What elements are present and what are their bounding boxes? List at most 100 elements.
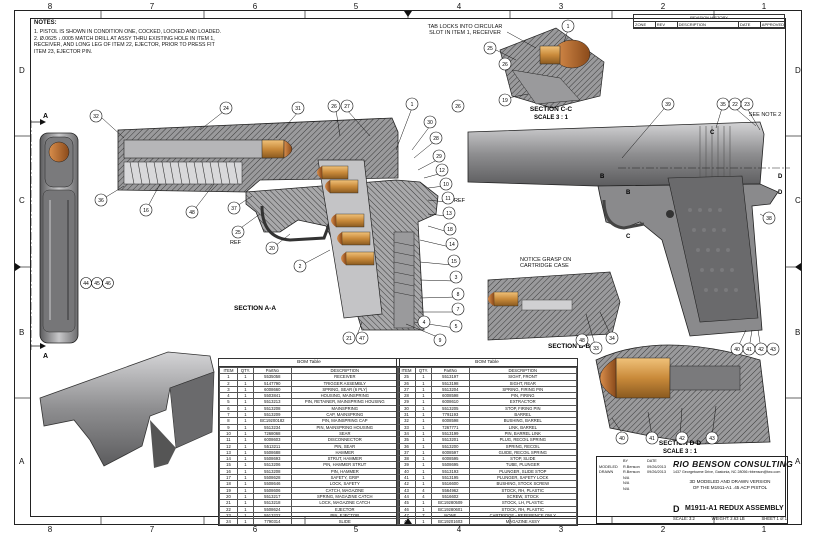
balloon-label: 26 [502,62,508,68]
balloon-label: 42 [758,347,764,353]
section-aa-label: SECTION A-A [234,305,276,312]
bom-title-left: BOM Table [219,359,399,367]
balloon-label: 19 [502,98,508,104]
balloon [451,99,465,113]
bom-cell-description: SIGHT, FRONT [468,373,578,381]
revision-history-block: REVISION HISTORY ZONE REV DESCRIPTION DA… [633,14,785,29]
balloon-label: 21 [346,336,352,342]
zone-col-3-top: 3 [558,2,564,11]
revision-header-row: ZONE REV DESCRIPTION DATE APPROVED [634,22,784,28]
balloon-label: 47 [359,336,365,342]
bom-cell-description: PIN, FIRING [468,392,578,400]
drawing-scale: SCALE: 3:2 [673,516,695,521]
balloon [766,342,780,356]
bom-cell-qty: 1 [414,455,433,463]
item-balloons: 44 45 46 32 24 31 26 27 1 30 28 29 1 [80,19,780,445]
bom-cell-qty: 1 [236,448,255,457]
bom-cell-qty: 1 [236,499,255,507]
balloon-label: 28 [433,136,439,142]
bom-cell-description: SLIDE [290,518,400,526]
balloon [661,97,675,111]
balloon-label: 34 [609,336,615,342]
balloon [340,99,354,113]
section-dd-scale: SCALE 3 : 1 [663,449,698,455]
balloon [445,237,459,251]
bom-cell-description: CARTRIDGE - REFERENCE ONLY [468,511,578,520]
bom-cell-description: STOP, FIRING PIN [468,404,578,413]
balloon-label: 12 [439,168,445,174]
bom-cell-qty: 1 [236,429,255,438]
bom-cell-qty: 1 [414,417,433,425]
zone-col-4-bottom: 4 [456,525,462,534]
balloon-label: 41 [746,347,752,353]
balloon [435,163,449,177]
bom-cell-description: SCREW, STOCK [468,492,578,501]
bom-cell-qty: 1 [414,461,433,469]
note-line-4: ITEM 23, EJECTOR PIN. [34,48,93,55]
zone-col-3-bottom: 3 [558,525,564,534]
sheet-size: D [673,504,680,514]
zone-row-a-right: A [795,457,801,466]
balloon-label: 27 [344,104,350,110]
bom-cell-qty: 1 [414,385,433,394]
zone-col-5-bottom: 5 [353,525,359,534]
balloon [231,225,245,239]
signature-cell: 09/26/2013 [647,470,667,475]
balloon-label: 25 [235,230,241,236]
bom-cell-qty: 1 [414,442,433,450]
bom-cell-qty: 1 [236,417,255,425]
company-name: RIO BENSON CONSULTING [673,459,794,469]
balloon [293,259,307,273]
balloon [762,211,776,225]
bom-cell-qty: 1 [236,373,255,381]
note-line-2: 2. Ø.0625 ↓.0005 MATCH DRILL AT ASSY THR… [34,35,215,42]
bom-cell-qty: 1 [414,379,433,387]
cut-label-c-1: C [626,234,631,240]
balloon-label: 1 [567,24,570,30]
front-end-view [30,119,79,350]
balloon [429,131,443,145]
bom-cell-qty: 1 [236,480,255,488]
balloon [705,431,719,445]
zone-col-6-top: 6 [252,2,258,11]
balloon-label: 48 [579,338,585,344]
section-cc-label: SECTION C-C [530,106,573,113]
balloon-label: 22 [732,102,738,108]
zone-col-2-bottom: 2 [660,525,666,534]
bom-cell-qty: 1 [236,505,255,513]
bom-cell-qty: 1 [414,373,433,381]
bom-cell-description: BUSHING, STOCK SCREW [468,480,578,488]
signature-cell: DATE [647,459,657,463]
balloon [139,203,153,217]
balloon-label: 23 [744,102,750,108]
company-address: 1437 Georgetowne Drive, Gastonia, NC 280… [673,470,781,474]
callout-grasp: NOTICE GRASP ON CARTRIDGE CASE [520,257,572,269]
balloon [327,99,341,113]
bom-cell-description: LINK, BARREL [468,423,578,431]
balloon-label: 2 [299,264,302,270]
balloon-label: 40 [619,436,625,442]
signature-row: N/A [599,481,671,487]
title-block-footer: SCALE: 3:2 WEIGHT: 2.63 LB SHEET 1 of 1 [673,516,787,521]
balloon-label: 35 [720,102,726,108]
drawing-title: M1911-A1 REDUX ASSEMBLY [685,505,784,512]
